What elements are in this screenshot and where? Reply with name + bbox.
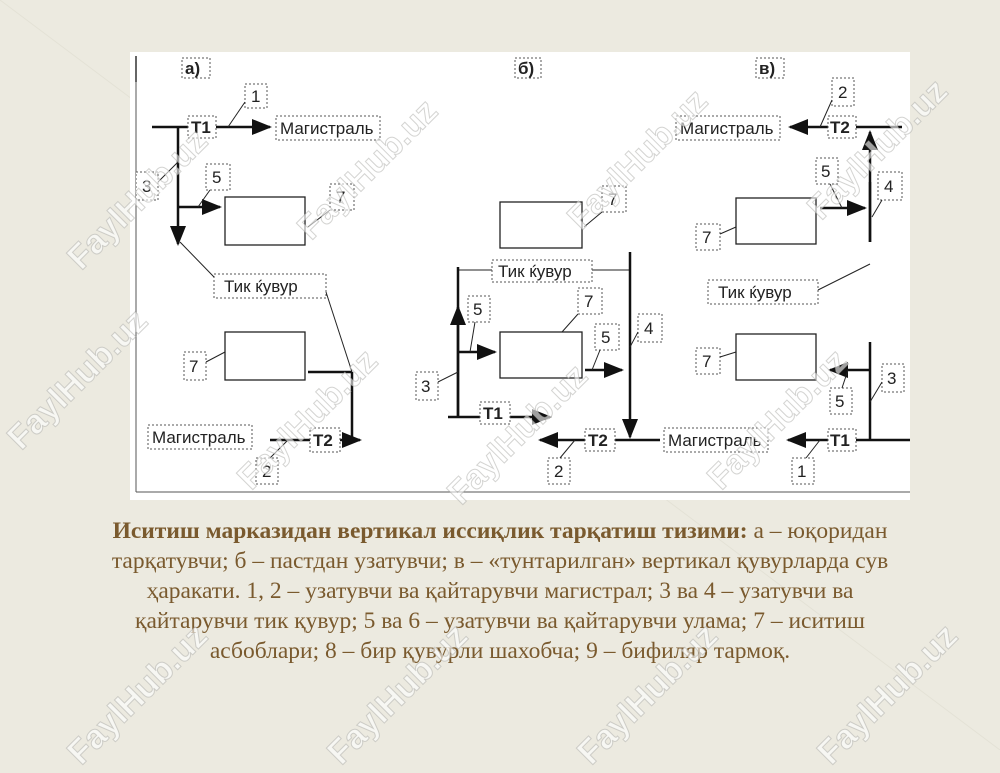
magistral-label-a-top: Магистраль — [280, 119, 374, 138]
num-5-v-top: 5 — [821, 162, 830, 181]
panel-v: Магистраль Т2 2 5 4 7 Тик ќувур — [663, 77, 910, 485]
diagram-panel: а) б) в) Т1 Магистраль — [130, 52, 910, 500]
num-7-b-top: 7 — [608, 190, 617, 209]
num-2-v: 2 — [838, 83, 847, 102]
caption-text: а – юқоридан тарқатувчи; б – пастдан уза… — [111, 518, 889, 664]
riser-label-v: Тик ќувур — [718, 283, 792, 302]
num-7-b-mid: 7 — [584, 292, 593, 311]
num-1-a: 1 — [251, 87, 260, 106]
magistral-label-v-top: Магистраль — [680, 119, 774, 138]
panel-b: Тик ќувур 7 5 7 5 4 3 — [415, 185, 663, 485]
t1-label-v: Т1 — [830, 431, 850, 450]
riser-label-a: Тик ќувур — [224, 277, 298, 296]
num-4-b: 4 — [644, 319, 653, 338]
num-7-a-top: 7 — [336, 188, 345, 207]
num-7-v-top: 7 — [702, 228, 711, 247]
t2-label-b: Т2 — [588, 431, 608, 450]
num-3-a: 3 — [142, 177, 151, 196]
t2-label-v: Т2 — [830, 118, 850, 137]
num-2-b: 2 — [554, 462, 563, 481]
t1-label-a: Т1 — [191, 118, 211, 137]
num-3-v: 3 — [887, 369, 896, 388]
t2-label-a: Т2 — [313, 431, 333, 450]
panel-label-b: б) — [518, 59, 534, 78]
magistral-label-v-bottom: Магистраль — [668, 431, 762, 450]
num-5-v-bottom: 5 — [835, 392, 844, 411]
num-7-a-bottom: 7 — [189, 357, 198, 376]
num-5-a: 5 — [212, 168, 221, 187]
caption-title: Иситиш марказидан вертикал иссиқлик тарқ… — [112, 518, 748, 544]
num-1-v: 1 — [797, 462, 806, 481]
magistral-label-a-bottom: Магистраль — [152, 428, 246, 447]
num-7-v-bottom: 7 — [702, 352, 711, 371]
heating-diagram: а) б) в) Т1 Магистраль — [135, 56, 910, 493]
panel-a: Т1 Магистраль 1 3 5 7 Тик ќувур — [135, 83, 381, 485]
panel-label-v: в) — [759, 59, 775, 78]
num-2-a: 2 — [262, 462, 271, 481]
t1-label-b: Т1 — [483, 404, 503, 423]
num-5-b-left: 5 — [473, 300, 482, 319]
figure-caption: Иситиш марказидан вертикал иссиқлик тарқ… — [100, 516, 900, 666]
num-4-v: 4 — [884, 177, 893, 196]
riser-label-b: Тик ќувур — [498, 262, 572, 281]
num-5-b-right: 5 — [601, 328, 610, 347]
panel-label-a: а) — [185, 59, 200, 78]
num-3-b: 3 — [421, 377, 430, 396]
